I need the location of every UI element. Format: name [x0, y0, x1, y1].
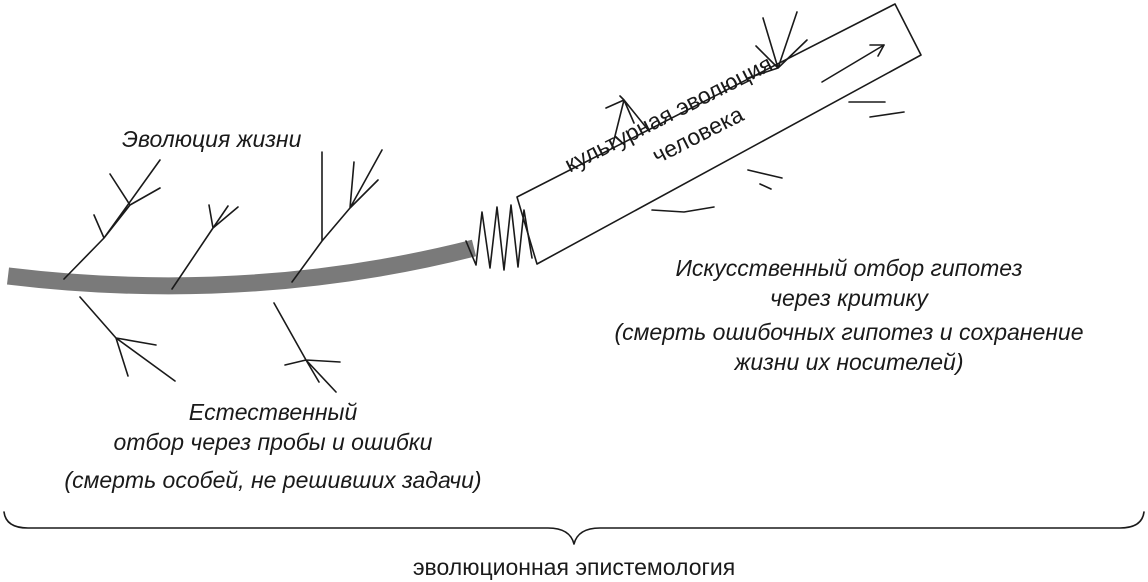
stem-arrow-head: [212, 297, 233, 313]
artificial-selection-line3: (смерть ошибочных гипотез и сохранение: [615, 319, 1084, 345]
cultural-branch-right: [848, 101, 905, 118]
natural-selection-line1: Естественный: [189, 399, 358, 425]
stem-direction-arrow: [99, 294, 229, 307]
branch-upper-3: [291, 149, 383, 283]
cultural-evolution-box: [516, 3, 922, 265]
natural-selection-line3: (смерть особей, не решивших задачи): [64, 467, 481, 493]
life-evolution-label: Эволюция жизни: [122, 126, 302, 152]
cultural-arrow-head: [869, 44, 885, 57]
bottom-brace: [3, 511, 1145, 545]
life-evolution-stem: [6, 239, 477, 295]
natural-selection-line2: отбор через пробы и ошибки: [114, 429, 433, 455]
cultural-arrow: [821, 44, 885, 83]
bottom-caption: эволюционная эпистемология: [413, 554, 735, 580]
branch-lower-1: [79, 296, 176, 382]
cultural-branch-top-1: [605, 95, 650, 149]
cultural-branch-bottom-2: [651, 206, 715, 213]
artificial-selection-line2: через критику: [770, 285, 929, 311]
artificial-selection-line1: Искусственный отбор гипотез: [675, 255, 1022, 281]
cultural-branch-top-2: [747, 11, 808, 79]
spring-connector: [465, 204, 533, 271]
branch-lower-2: [273, 302, 341, 393]
artificial-selection-line4: жизни их носителей): [734, 349, 964, 375]
cultural-branch-bottom-1: [747, 169, 783, 190]
branch-upper-1: [63, 159, 161, 280]
branch-upper-2: [171, 204, 239, 290]
